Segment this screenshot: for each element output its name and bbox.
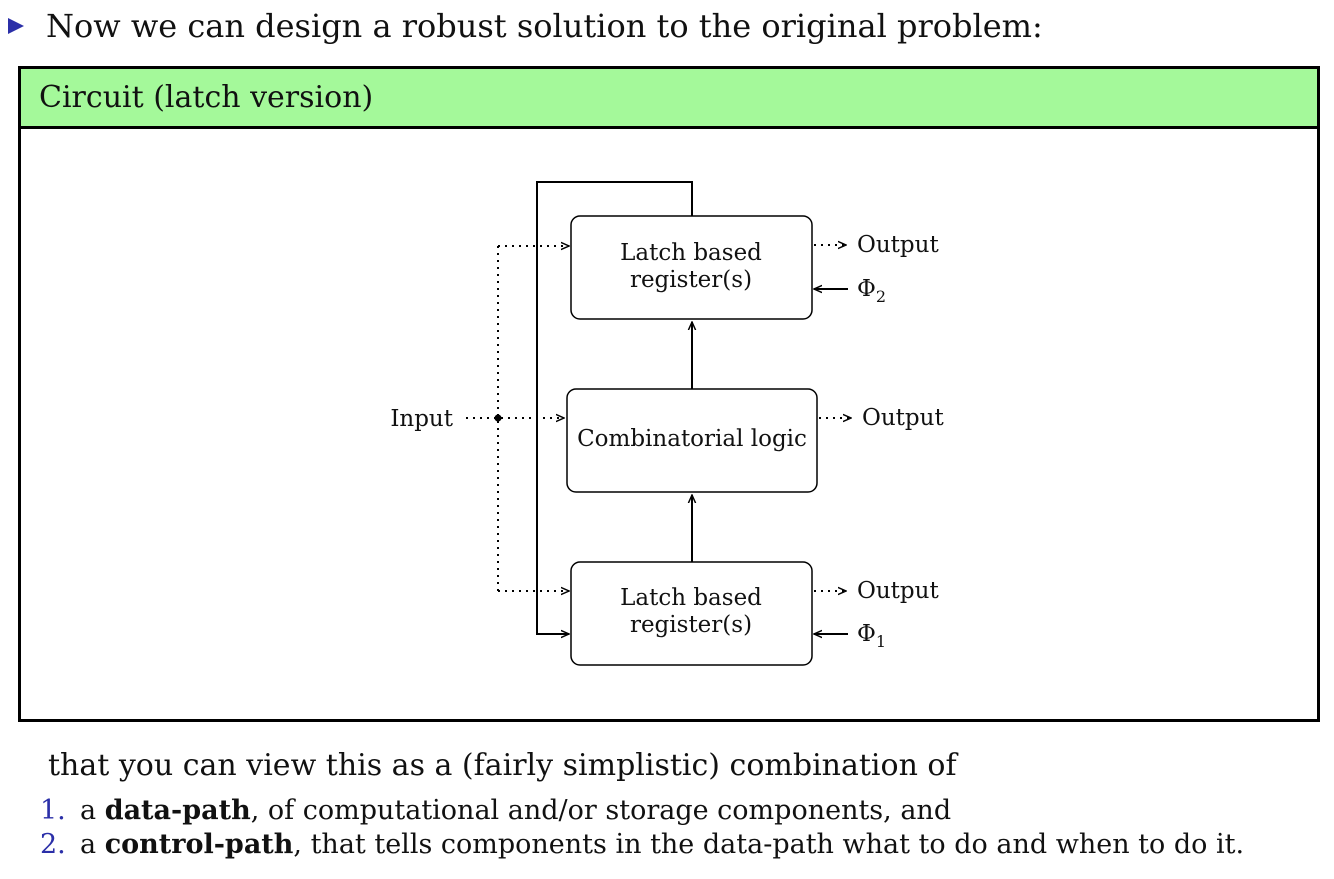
circuit-block: Circuit (latch version) bbox=[18, 66, 1320, 722]
circuit-block-title: Circuit (latch version) bbox=[39, 80, 374, 115]
list-item-term: data-path bbox=[104, 795, 251, 826]
input-label: Input bbox=[390, 406, 453, 432]
intro-text: Now we can design a robust solution to t… bbox=[46, 7, 1043, 45]
logic-label: Combinatorial logic bbox=[577, 426, 807, 452]
feedback-wire bbox=[536, 181, 693, 634]
input-junction-dot bbox=[494, 414, 502, 422]
top-output-label: Output bbox=[857, 232, 939, 258]
bottom-register-line1: Latch based bbox=[620, 585, 762, 611]
clock-2-subscript: 2 bbox=[876, 287, 886, 306]
clock-1-symbol: Φ bbox=[857, 621, 876, 647]
list-item-prefix: a bbox=[80, 829, 105, 860]
list-item: 1. a data-path, of computational and/or s… bbox=[40, 794, 1244, 828]
top-register-line2: register(s) bbox=[630, 267, 752, 293]
list-item-prefix: a bbox=[80, 795, 105, 826]
logic-box bbox=[566, 388, 818, 493]
clock-2-label: Φ2 bbox=[857, 276, 886, 306]
list-item-description: , of computational and/or storage compon… bbox=[250, 795, 952, 826]
list-item-description: , that tells components in the data-path… bbox=[293, 829, 1245, 860]
triangle-right-icon bbox=[8, 18, 24, 34]
circuit-block-header: Circuit (latch version) bbox=[21, 69, 1317, 129]
clock-1-label: Φ1 bbox=[857, 621, 886, 651]
logic-output-label: Output bbox=[862, 405, 944, 431]
list-item-number: 2. bbox=[40, 829, 66, 860]
list-item-term: control-path bbox=[104, 829, 294, 860]
list-item: 2. a control-path, that tells components … bbox=[40, 828, 1244, 862]
bottom-output-label: Output bbox=[857, 578, 939, 604]
top-register-box bbox=[570, 215, 813, 320]
bottom-register-box bbox=[570, 561, 813, 666]
clock-1-subscript: 1 bbox=[876, 632, 886, 651]
steps-list: 1. a data-path, of computational and/or s… bbox=[40, 794, 1244, 862]
outro-text: that you can view this as a (fairly simp… bbox=[48, 748, 957, 783]
list-item-number: 1. bbox=[40, 795, 66, 826]
top-register-line1: Latch based bbox=[620, 240, 762, 266]
clock-2-symbol: Φ bbox=[857, 276, 876, 302]
bottom-register-line2: register(s) bbox=[630, 612, 752, 638]
intro-line: Now we can design a robust solution to t… bbox=[8, 4, 1043, 48]
